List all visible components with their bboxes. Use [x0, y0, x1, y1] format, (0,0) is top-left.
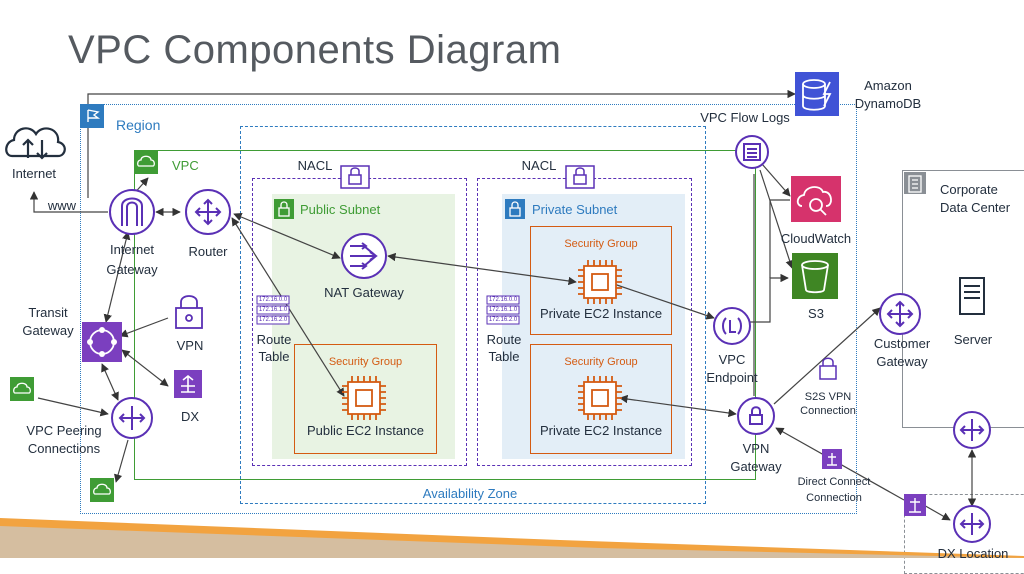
ec2-chip-private-1-icon	[578, 260, 622, 304]
route-entry: 172.16.2.0	[488, 317, 518, 323]
vpc-bottom-icon	[90, 478, 114, 502]
route-table-private-label-1: Route	[486, 332, 522, 347]
s2s-vpn-label-2: Connection	[800, 405, 856, 417]
cloud-icon	[5, 127, 66, 160]
corporate-dc-label-2: Data Center	[940, 200, 1011, 215]
ec2-chip-private-2-icon	[578, 376, 622, 420]
vpn-gateway-icon	[737, 397, 775, 435]
route-table-private-icon	[486, 295, 520, 325]
route-entry: 172.16.1.0	[488, 307, 518, 313]
public-subnet-label: Public Subnet	[300, 202, 381, 217]
server-icon	[959, 277, 985, 315]
direct-connect-icon	[822, 449, 842, 469]
nacl-public-icon	[340, 165, 370, 189]
route-entry: 172.16.0.0	[488, 297, 518, 303]
vpc-box	[134, 150, 756, 480]
vpc-flow-logs-label: VPC Flow Logs	[700, 110, 790, 125]
vpc-endpoint-label-2: Endpoint	[706, 370, 758, 385]
route-entry: 172.16.1.0	[258, 307, 288, 313]
vpc-icon	[134, 150, 158, 174]
internet-gateway-label-2: Gateway	[106, 262, 158, 277]
vpn-gateway-label-1: VPN	[742, 441, 770, 456]
dx-label: DX	[180, 409, 200, 424]
transit-gateway-label-2: Gateway	[22, 323, 74, 338]
customer-gateway-label-1: Customer	[873, 336, 931, 351]
vpc-endpoint-icon	[713, 307, 751, 345]
s3-label: S3	[808, 306, 824, 321]
server-label: Server	[953, 332, 993, 347]
security-group-public-label: Security Group	[328, 356, 403, 368]
direct-connect-label-2: Connection	[806, 492, 862, 504]
amazon-dynamodb-label-2: DynamoDB	[854, 96, 922, 111]
public-ec2-label: Public EC2 Instance	[306, 423, 425, 438]
vpn-gateway-label-2: Gateway	[730, 459, 782, 474]
security-group-public-box	[294, 344, 437, 454]
security-group-private-2-label: Security Group	[564, 356, 638, 368]
transit-gateway-label-1: Transit	[28, 305, 68, 320]
flow-logs-icon	[735, 135, 769, 169]
customer-gateway-icon	[879, 293, 921, 335]
nat-gateway-label: NAT Gateway	[324, 285, 404, 300]
dx-location-router-icon	[953, 505, 991, 543]
vpc-endpoint-label-1: VPC	[718, 352, 746, 367]
s2s-vpn-icon	[819, 357, 837, 380]
vpc-label: VPC	[172, 158, 199, 173]
s3-icon	[792, 253, 838, 299]
route-table-public-icon	[256, 295, 290, 325]
s2s-vpn-label-1: S2S VPN	[804, 391, 852, 403]
corporate-dc-label-1: Corporate	[940, 182, 998, 197]
ec2-chip-public-icon	[342, 376, 386, 420]
page-title: VPC Components Diagram	[68, 28, 562, 72]
dx-location-icon	[904, 494, 926, 516]
nacl-public-label: NACL	[297, 158, 333, 173]
nat-gateway-icon	[341, 233, 387, 279]
private-subnet-lock-icon	[505, 199, 525, 219]
private-ec2-1-label: Private EC2 Instance	[539, 306, 663, 321]
diagram-canvas	[0, 72, 1024, 558]
cloudwatch-icon	[791, 176, 841, 222]
private-subnet-label: Private Subnet	[532, 202, 618, 217]
region-flag-icon	[80, 104, 104, 128]
amazon-dynamodb-label-1: Amazon	[864, 78, 912, 93]
vpc-peer-icon	[10, 377, 34, 401]
security-group-private-1-label: Security Group	[564, 238, 638, 250]
vpn-label: VPN	[176, 338, 204, 353]
dynamodb-icon	[795, 72, 839, 116]
router-label: Router	[188, 244, 228, 259]
cloudwatch-label: CloudWatch	[780, 231, 852, 246]
region-label: Region	[116, 117, 161, 133]
transit-gateway-icon	[82, 322, 122, 362]
availability-zone-label: Availability Zone	[422, 486, 518, 501]
vpc-peering-router-icon	[111, 397, 153, 439]
route-table-private-label-2: Table	[488, 349, 520, 364]
region-box	[80, 104, 857, 514]
internet-gateway-label-1: Internet	[109, 242, 155, 257]
vpn-icon	[175, 295, 203, 329]
vpc-peering-label-1: VPC Peering	[26, 423, 102, 438]
route-table-public-label-1: Route	[256, 332, 292, 347]
dx-icon	[174, 370, 202, 398]
dx-location-label: DX Location	[937, 546, 1009, 561]
nacl-private-icon	[565, 165, 595, 189]
internet-gateway-icon	[109, 189, 155, 235]
route-entry: 172.16.0.0	[258, 297, 288, 303]
customer-gateway-label-2: Gateway	[876, 354, 928, 369]
nacl-private-label: NACL	[521, 158, 557, 173]
internet-label: Internet	[11, 166, 57, 181]
route-entry: 172.16.2.0	[258, 317, 288, 323]
building-icon	[904, 172, 926, 194]
direct-connect-label-1: Direct Connect	[797, 476, 871, 488]
router-icon	[185, 189, 231, 235]
public-subnet-lock-icon	[274, 199, 294, 219]
vpc-peering-label-2: Connections	[27, 441, 101, 456]
route-table-public-label-2: Table	[258, 349, 290, 364]
www-label: www	[47, 198, 77, 213]
private-ec2-2-label: Private EC2 Instance	[539, 423, 663, 438]
corporate-router-icon	[953, 411, 991, 449]
